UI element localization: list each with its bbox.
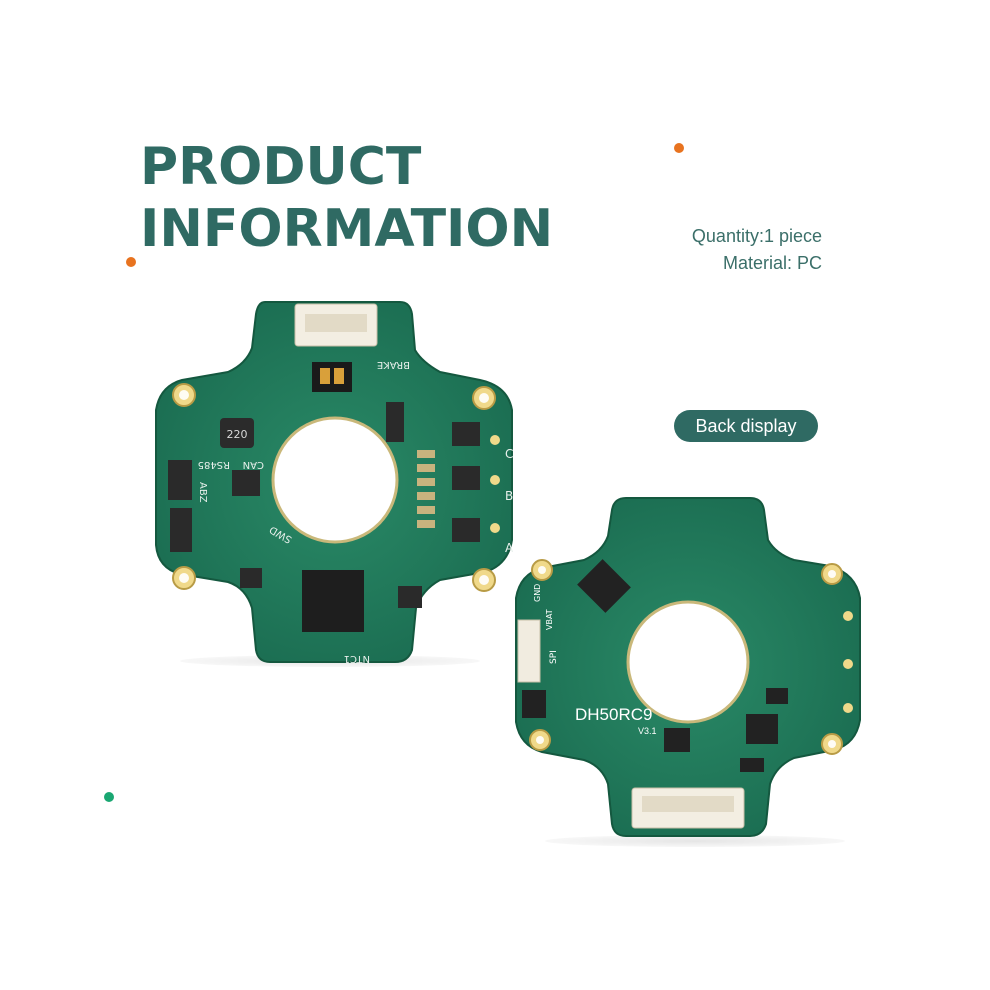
back-pcb-board: DH50RC9 V3.1 SPI GND VBAT	[515, 497, 861, 837]
front-label-c: C	[505, 447, 513, 461]
front-dip-switch	[312, 362, 352, 392]
front-pcb-board: 220 BRAKE CAN RS485 ABZ SWD NTC1 C B A	[155, 301, 514, 664]
back-label-spi: SPI	[549, 650, 559, 664]
front-label-b: B	[505, 489, 513, 503]
front-label-abz: ABZ	[197, 482, 208, 503]
product-specs: Quantity:1 piece Material: PC	[692, 223, 822, 277]
orange-dot-top-right	[674, 143, 684, 153]
product-information-title: PRODUCT INFORMATION	[140, 136, 553, 260]
front-center-hole	[271, 416, 399, 544]
orange-dot-left	[126, 257, 136, 267]
front-mcu-chip	[302, 570, 364, 632]
front-label-ntc1: NTC1	[344, 653, 370, 664]
quantity-text: Quantity:1 piece	[691, 226, 822, 246]
back-center-hole	[626, 600, 750, 724]
title-line-2: INFORMATION	[140, 199, 554, 259]
back-label-model: DH50RC9	[575, 705, 652, 724]
green-dot-bottom-left	[104, 792, 114, 802]
back-label-vbat: VBAT	[545, 609, 554, 630]
front-inductor	[220, 418, 254, 448]
front-label-rs485: RS485	[198, 459, 230, 470]
material-text: Material: PC	[722, 253, 822, 273]
back-board-shadow	[545, 835, 845, 847]
back-spi-connector	[517, 619, 541, 683]
front-label-brake: BRAKE	[377, 359, 410, 370]
title-line-1: PRODUCT	[140, 137, 422, 197]
front-label-a: A	[505, 541, 514, 555]
back-label-version: V3.1	[638, 726, 657, 736]
front-label-can: CAN	[243, 459, 264, 470]
back-display-label: Back display	[674, 410, 818, 442]
back-label-gnd: GND	[533, 584, 542, 602]
front-inductor-label: 220	[227, 428, 248, 441]
front-mount-holes	[172, 383, 496, 592]
